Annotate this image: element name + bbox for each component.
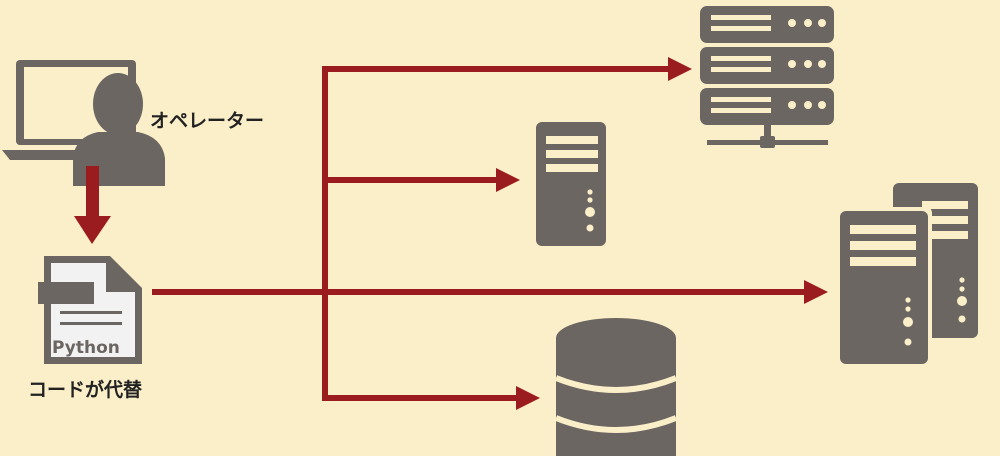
- operator-label: オペレーター: [150, 110, 265, 132]
- document-icon: [38, 256, 142, 364]
- rack-server-icon: [700, 6, 834, 148]
- tower-server-icon: [536, 122, 606, 246]
- database-icon: [554, 318, 678, 456]
- python-file-label: Python: [52, 338, 120, 358]
- tower-servers-icon: [836, 183, 978, 364]
- operator-to-code-arrow: [74, 166, 111, 244]
- distribution-lines: [152, 57, 828, 410]
- code-replaces-label: コードが代替: [28, 379, 143, 401]
